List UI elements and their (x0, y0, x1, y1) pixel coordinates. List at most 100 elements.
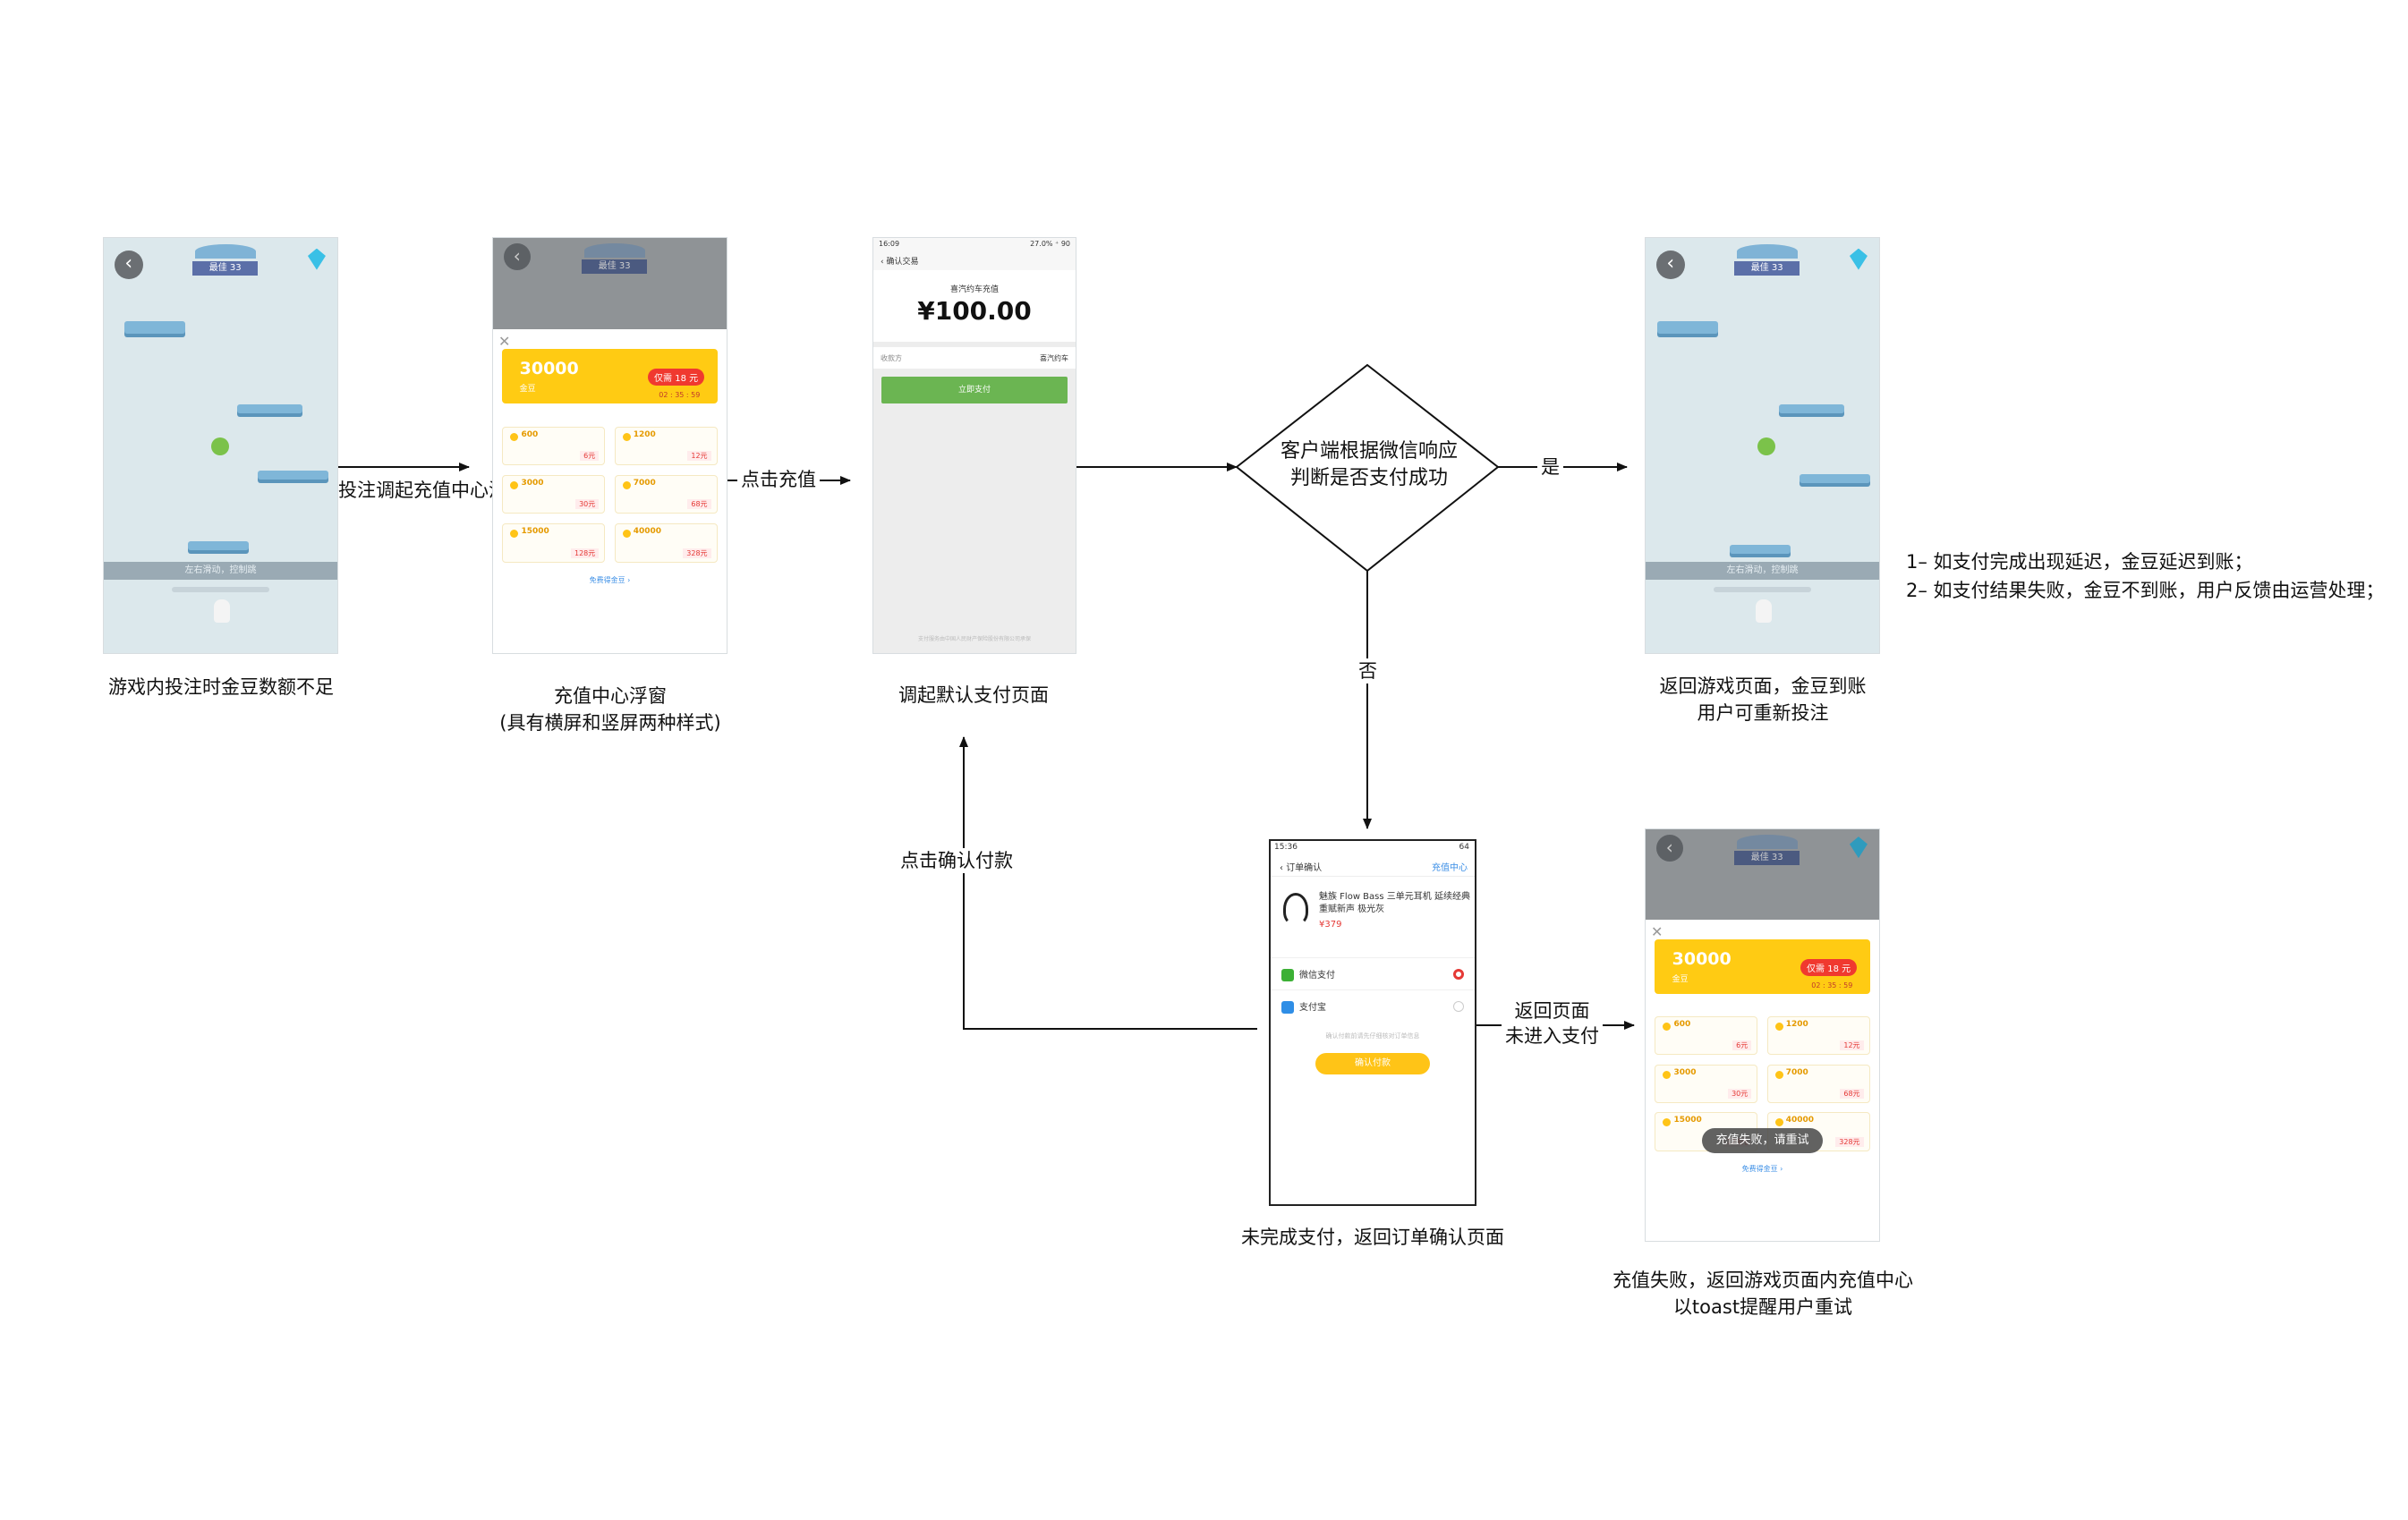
promo-amount: 30000 (519, 358, 579, 378)
promo-amount: 30000 (1672, 948, 1732, 969)
earphone-icon (1283, 893, 1308, 925)
platform (236, 403, 302, 413)
status-bar: 16:09 27.0% ⁺ 90 (873, 238, 1076, 251)
close-icon[interactable]: ✕ (498, 333, 511, 351)
package-amount: 40000 (633, 527, 662, 537)
note-line1: 1– 如支付完成出现延迟，金豆延迟到账； (1906, 551, 2253, 573)
diamond-gem-icon (1849, 836, 1868, 859)
radio-unselected[interactable] (1453, 1001, 1464, 1012)
wechat-pay-option[interactable]: 微信支付 (1271, 957, 1475, 989)
back-icon[interactable]: ‹ (881, 258, 887, 267)
promo-card[interactable]: 30000 金豆 仅需 18 元 02 : 35 : 59 (502, 348, 718, 404)
nav-bar: ‹ 确认交易 (873, 251, 1076, 270)
platform (258, 470, 328, 480)
banner-crown (1736, 835, 1798, 850)
package-price: 6元 (580, 451, 600, 462)
caption-success-line2: 用户可重新投注 (1697, 702, 1829, 724)
back-icon[interactable]: ‹ (1655, 835, 1683, 862)
platform (124, 320, 186, 334)
caption-fail-line2: 以toast提醒用户重试 (1672, 1296, 1853, 1318)
banner-crown (583, 243, 645, 259)
package-amount: 15000 (1673, 1116, 1702, 1125)
wechat-label: 微信支付 (1299, 971, 1335, 981)
product-name: 魅族 Flow Bass 三单元耳机 延续经典 重赋新声 极光灰 (1319, 892, 1470, 914)
dimmed-game-area: ‹ 最佳 33 (1646, 829, 1879, 921)
coin-icon (1663, 1070, 1672, 1079)
radio-selected[interactable] (1453, 969, 1464, 980)
edge-label-confirm-pay: 点击确认付款 (897, 848, 1017, 873)
status-time: 16:09 (879, 240, 900, 248)
note-line2: 2– 如支付结果失败，金豆不到账，用户反馈由运营处理； (1906, 580, 2385, 601)
screen-pay-page: 16:09 27.0% ⁺ 90 ‹ 确认交易 喜汽约车充值 ¥100.00 收… (872, 237, 1076, 654)
coin-icon (510, 480, 519, 489)
recharge-center-link[interactable]: 充值中心 (1432, 863, 1468, 873)
caption-game-insufficient: 游戏内投注时金豆数额不足 (108, 676, 334, 698)
coin-icon (510, 432, 519, 441)
nav-title: 确认交易 (886, 258, 919, 267)
back-icon[interactable]: ‹ (1280, 863, 1287, 873)
promo-price-badge: 仅需 18 元 (1800, 958, 1858, 976)
progress-bar (1713, 586, 1812, 592)
platform (1657, 320, 1718, 334)
package-amount: 15000 (521, 527, 549, 537)
edge-label-yes: 是 (1537, 454, 1563, 480)
caption-game-success: 返回游戏页面，金豆到账 用户可重新投注 (1611, 673, 1915, 726)
best-score-banner: 最佳 33 (1734, 851, 1800, 866)
payee-row: 收款方 喜汽约车 (873, 347, 1076, 369)
status-time: 15:36 (1274, 843, 1298, 852)
apple-icon (211, 437, 230, 455)
nav-bar: ‹ 订单确认 充值中心 (1271, 855, 1475, 877)
edge-order-to-pay (959, 736, 1257, 1030)
caption-order-confirm: 未完成支付，返回订单确认页面 (1241, 1227, 1504, 1248)
back-icon[interactable]: ‹ (114, 250, 143, 279)
package-amount: 7000 (1785, 1067, 1808, 1077)
confirm-hint: 确认付款前请先仔细核对订单信息 (1325, 1032, 1420, 1040)
platform (1778, 403, 1844, 413)
caption-recharge-fail: 充值失败，返回游戏页面内充值中心 以toast提醒用户重试 (1584, 1267, 1942, 1320)
banner-crown (1736, 243, 1798, 259)
progress-bar (171, 586, 270, 592)
status-right: 27.0% ⁺ 90 (1030, 240, 1070, 248)
delay-failure-notes: 1– 如支付完成出现延迟，金豆延迟到账； 2– 如支付结果失败，金豆不到账，用户… (1906, 548, 2385, 605)
confirm-pay-button[interactable]: 确认付款 (1315, 1053, 1430, 1074)
control-hint-strip: 左右滑动，控制跳 (1646, 561, 1879, 580)
package-price: 6元 (1732, 1040, 1752, 1050)
coin-icon (622, 480, 631, 489)
promo-card[interactable]: 30000 金豆 仅需 18 元 02 : 35 : 59 (1655, 938, 1870, 994)
free-beans-link[interactable]: 免费得金豆 › (1741, 1164, 1783, 1173)
decision-line1: 客户端根据微信响应 (1280, 440, 1458, 463)
decision-diamond (1235, 363, 1500, 573)
status-right: 64 (1459, 843, 1469, 852)
close-icon[interactable]: ✕ (1651, 923, 1663, 941)
screen-game-insufficient: ‹ 最佳 33 左右滑动，控制跳 (103, 237, 338, 654)
pay-now-button[interactable]: 立即支付 (881, 377, 1068, 403)
pay-footer: 支付服务由中国人民财产保险股份有限公司承保 (917, 636, 1031, 642)
product-price: ¥379 (1319, 920, 1342, 930)
back-icon[interactable]: ‹ (503, 243, 531, 271)
screen-order-confirm: 15:36 64 ‹ 订单确认 充值中心 魅族 Flow Bass 三单元耳机 … (1269, 839, 1476, 1206)
free-beans-link[interactable]: 免费得金豆 › (589, 576, 631, 585)
alipay-option[interactable]: 支付宝 (1271, 989, 1475, 1022)
package-price: 30元 (1728, 1088, 1752, 1099)
platform (1800, 474, 1870, 484)
package-price: 12元 (687, 451, 711, 462)
package-amount: 3000 (521, 478, 544, 488)
diamond-gem-icon (307, 248, 326, 270)
decision-line2: 判断是否支付成功 (1289, 467, 1448, 489)
apple-icon (1757, 437, 1776, 455)
coin-icon (1774, 1118, 1783, 1127)
caption-recharge-line2: (具有横屏和竖屏两种样式) (499, 712, 721, 734)
back-icon[interactable]: ‹ (1655, 250, 1685, 279)
